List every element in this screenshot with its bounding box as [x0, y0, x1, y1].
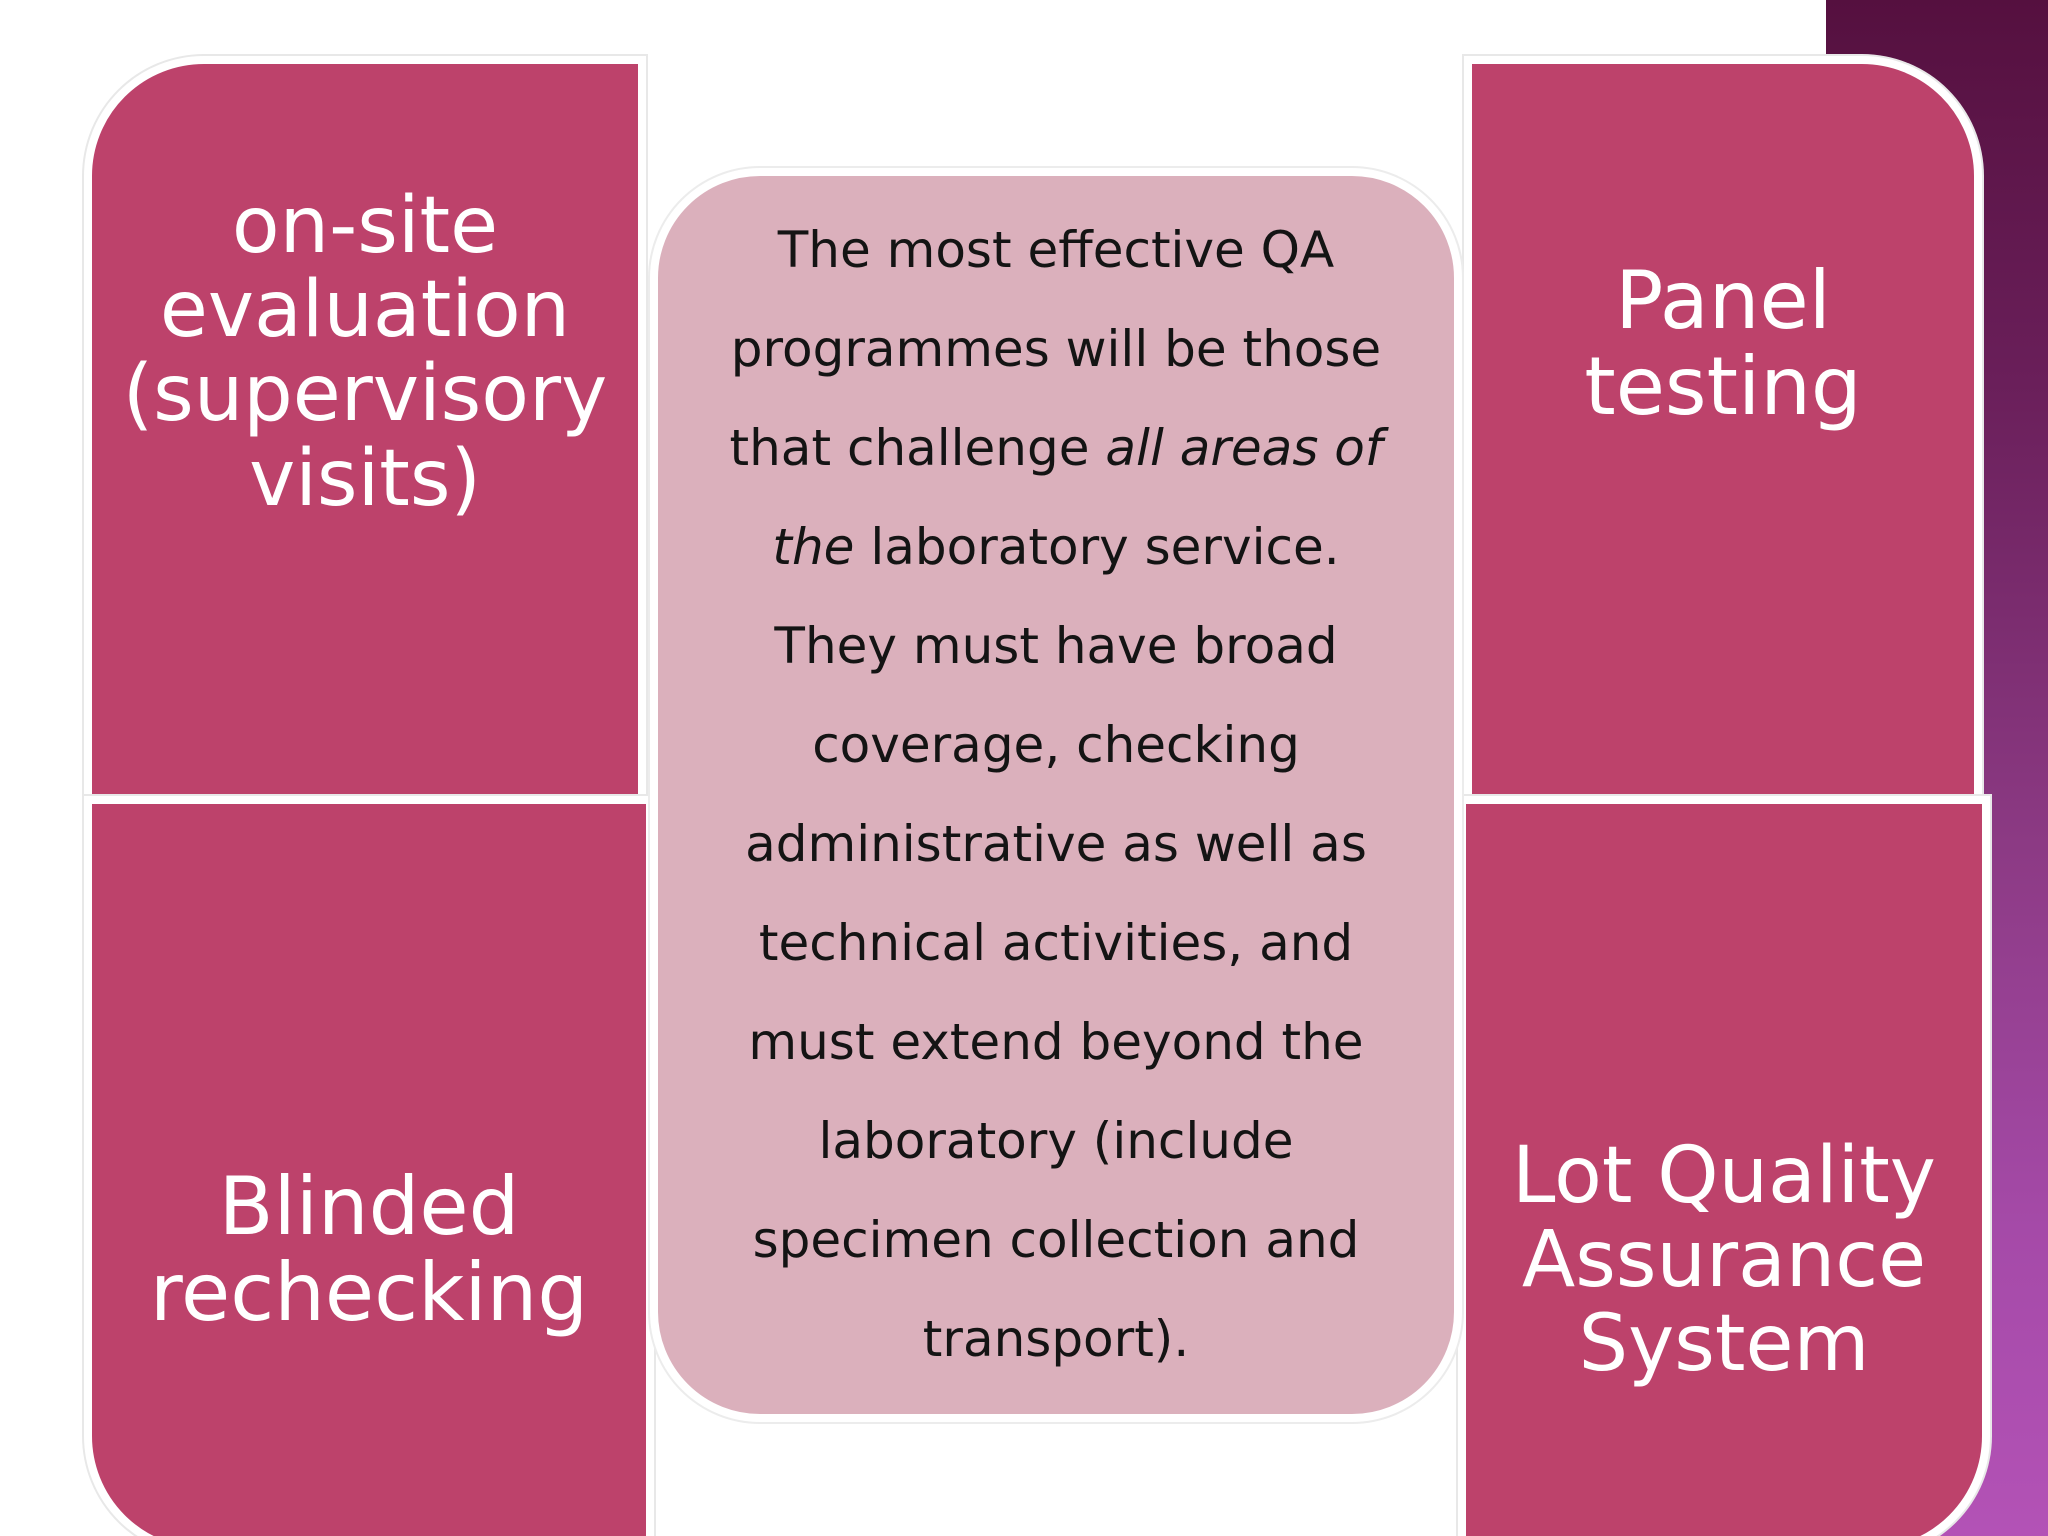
quadrant-top-left: on-site evaluation (supervisory visits): [84, 56, 646, 808]
center-callout: The most effective QA programmes will be…: [650, 168, 1462, 1422]
quadrant-bottom-right: Lot Quality Assurance System: [1458, 796, 1990, 1536]
quadrant-top-right: Panel testing: [1464, 56, 1982, 808]
quadrant-bottom-left-label: Blinded rechecking: [149, 1160, 589, 1340]
center-text-part-1: The most effective QA programmes will be…: [729, 221, 1382, 477]
center-text-emphasis: all areas of the: [772, 419, 1383, 576]
quadrant-bottom-left: Blinded rechecking: [84, 796, 654, 1536]
quadrant-top-left-label: on-site evaluation (supervisory visits): [122, 181, 608, 524]
center-callout-text: The most effective QA programmes will be…: [714, 201, 1398, 1389]
quadrant-bottom-right-label: Lot Quality Assurance System: [1512, 1131, 1936, 1390]
center-text-part-2: laboratory service. They must have broad…: [745, 518, 1367, 1368]
quadrant-top-right-label: Panel testing: [1584, 254, 1862, 434]
